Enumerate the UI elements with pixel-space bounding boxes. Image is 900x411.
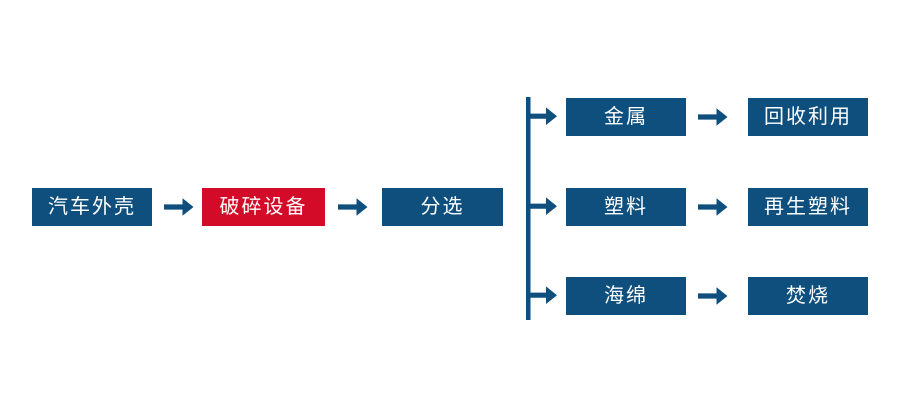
node-automobile-shell[interactable]: 汽车外壳 — [32, 188, 152, 226]
node-sponge[interactable]: 海绵 — [566, 277, 686, 315]
node-recycled-plastic[interactable]: 再生塑料 — [748, 188, 868, 226]
node-sorting[interactable]: 分选 — [382, 188, 503, 226]
node-metal[interactable]: 金属 — [566, 98, 686, 136]
node-label: 海绵 — [604, 285, 648, 307]
node-label: 金属 — [604, 106, 648, 128]
arrow-right-icon-sponge-to-incineration — [698, 285, 728, 307]
arrow-right-icon-metal-to-recycle — [698, 106, 728, 128]
node-crushing-equipment[interactable]: 破碎设备 — [202, 188, 325, 226]
node-plastic[interactable]: 塑料 — [566, 188, 686, 226]
arrow-right-icon-shell-to-crusher — [164, 196, 194, 218]
node-label: 焚烧 — [786, 285, 830, 307]
node-label: 汽车外壳 — [48, 196, 136, 218]
node-incineration[interactable]: 焚烧 — [748, 277, 868, 315]
arrow-right-icon-crusher-to-sorting — [338, 196, 368, 218]
node-label: 再生塑料 — [764, 196, 852, 218]
arrow-right-icon-plastic-to-recycled-plastic — [698, 196, 728, 218]
split-bus-icon — [520, 92, 564, 322]
node-label: 分选 — [420, 196, 465, 218]
node-label: 破碎设备 — [219, 196, 308, 218]
node-recycling-reuse[interactable]: 回收利用 — [748, 98, 868, 136]
node-label: 塑料 — [604, 196, 648, 218]
node-label: 回收利用 — [764, 106, 852, 128]
